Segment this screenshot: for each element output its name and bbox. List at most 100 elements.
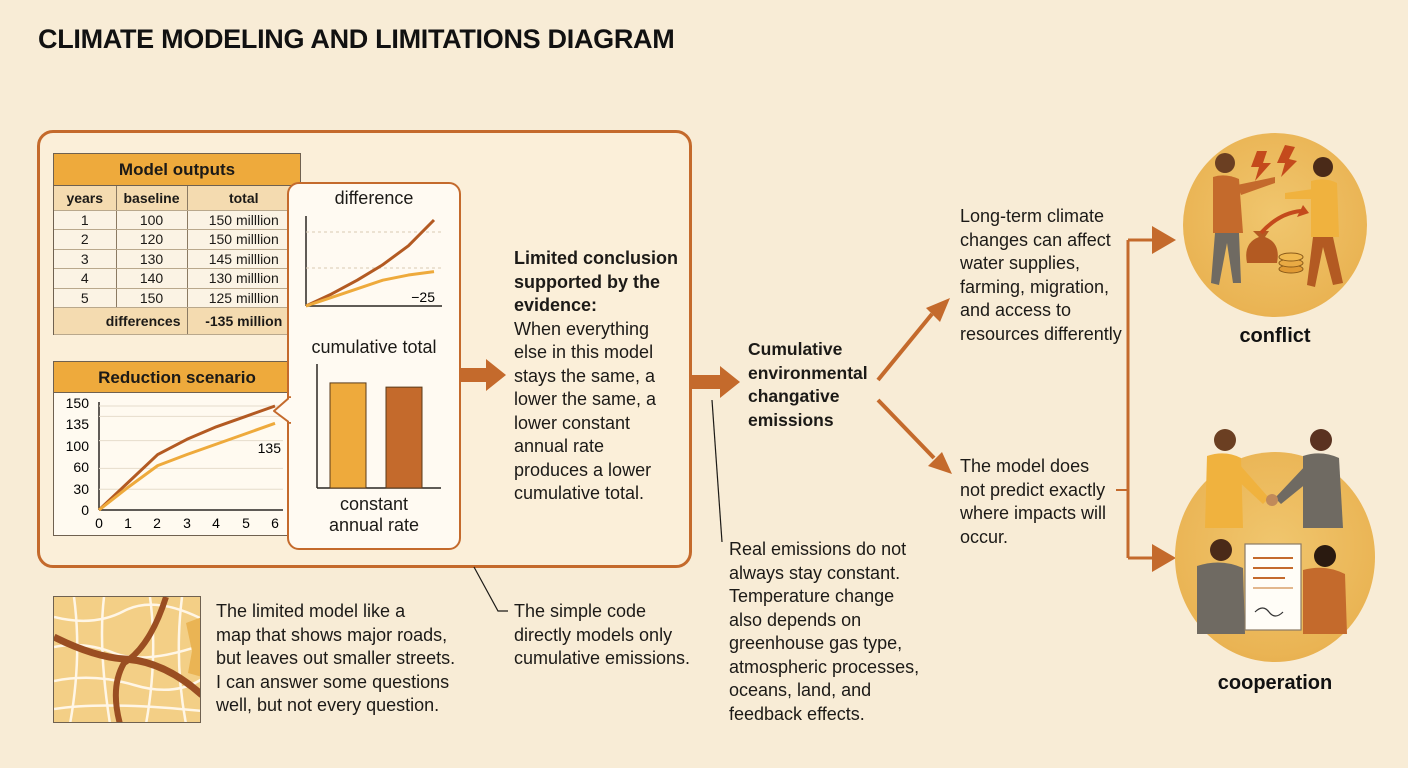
conclusion-heading: Limited conclusion supported by the evid… xyxy=(514,247,689,318)
constant-annual-rate-label: constant annual rate xyxy=(287,494,461,536)
reduction-chart: 150 135 100 60 30 0 0 1 2 3 4 5 6 135 xyxy=(66,395,283,531)
model-predict-line: not predict exactly xyxy=(960,479,1106,500)
real-emissions-leader xyxy=(711,399,723,543)
cumulative-emissions-node: Cumulative environmental changative emis… xyxy=(748,338,883,432)
conclusion-block: Limited conclusion supported by the evid… xyxy=(514,247,689,506)
reduction-end-label: 135 xyxy=(258,440,282,456)
reduction-chart-axes xyxy=(98,402,283,511)
map-note-line: well, but not every question. xyxy=(216,695,440,715)
y-tick: 30 xyxy=(73,481,89,497)
inset-pointer xyxy=(273,396,292,424)
cumulative-bar xyxy=(329,382,367,489)
conclusion-body-line: lower the same, a xyxy=(514,389,657,409)
cell-baseline: 140 xyxy=(116,268,188,289)
cell-baseline: 150 xyxy=(116,288,188,308)
road-map-icon xyxy=(53,596,201,723)
x-tick: 4 xyxy=(212,515,220,531)
conclusion-body-line: produces a lower xyxy=(514,459,652,480)
cell-total: 145 milllion xyxy=(187,249,300,269)
x-tick: 3 xyxy=(183,515,191,531)
conclusion-body-line: When everything xyxy=(514,318,650,339)
cumulative-total-label: cumulative total xyxy=(311,337,437,357)
cumulative-node-line: environmental xyxy=(748,362,868,383)
long-term-line: farming, migration, xyxy=(960,276,1110,297)
simple-code-line: directly models only xyxy=(514,624,673,645)
cell-year: 3 xyxy=(54,249,117,269)
differences-label: differences xyxy=(54,307,188,335)
long-term-line: resources differently xyxy=(960,323,1122,344)
long-term-line: Long-term climate xyxy=(960,206,1105,226)
conclusion-heading-line: supported by the xyxy=(514,271,661,292)
arrow-to-cumulative xyxy=(692,366,740,398)
cell-total: 150 milllion xyxy=(187,229,300,250)
real-emissions-line: greenhouse gas type, xyxy=(729,633,903,653)
col-header-total: total xyxy=(187,186,300,211)
cumulative-total-chart xyxy=(316,364,441,489)
annual-rate-label: annual rate xyxy=(328,515,420,535)
conclusion-body-line: lower constant xyxy=(514,412,631,433)
road-map-drawing xyxy=(54,597,200,722)
differences-value: -135 million xyxy=(187,307,300,335)
simple-code-line: The simple code xyxy=(514,601,647,621)
simple-code-leader xyxy=(473,566,508,612)
map-note-line: map that shows major roads, xyxy=(216,624,448,645)
long-term-line: and access to xyxy=(960,300,1072,320)
col-header-years: years xyxy=(54,186,117,211)
model-outputs-heading: Model outputs xyxy=(54,154,300,186)
x-tick: 2 xyxy=(153,515,161,531)
difference-value: −25 xyxy=(411,289,435,305)
map-note-text: The limited model like a map that shows … xyxy=(216,600,466,718)
reduction-chart-series xyxy=(97,404,276,512)
x-tick: 5 xyxy=(242,515,250,531)
page-title: CLIMATE MODELING AND LIMITATIONS DIAGRAM xyxy=(38,24,675,54)
cell-total: 125 milllion xyxy=(187,288,300,308)
cell-baseline: 100 xyxy=(116,210,188,230)
model-predict-line: occur. xyxy=(960,526,1009,547)
cell-total: 150 milllion xyxy=(187,210,300,230)
cumulative-total-bars xyxy=(329,382,423,489)
table-footer-row: differences -135 million xyxy=(54,307,300,335)
cumulative-bar xyxy=(385,386,423,489)
y-tick: 0 xyxy=(81,502,89,518)
long-term-text: Long-term climate changes can affect wat… xyxy=(960,205,1130,346)
difference-chart-series xyxy=(305,218,436,308)
cell-year: 5 xyxy=(54,288,117,308)
reduction-series-line xyxy=(98,421,276,512)
difference-label: difference xyxy=(334,188,414,208)
cumulative-node-line: Cumulative xyxy=(748,339,843,359)
model-predict-line: where impacts will xyxy=(960,503,1107,523)
real-emissions-line: atmospheric processes, xyxy=(729,656,920,677)
reduction-series-line xyxy=(97,404,276,512)
simple-code-text: The simple code directly models only cum… xyxy=(514,600,704,671)
conclusion-body-line: stays the same, a xyxy=(514,365,656,386)
reduction-chart-x-ticks: 0 1 2 3 4 5 6 xyxy=(95,515,279,531)
cell-total: 130 milllion xyxy=(187,268,300,289)
map-note-line: but leaves out smaller streets. xyxy=(216,648,456,668)
cell-year: 1 xyxy=(54,210,117,230)
long-term-line: water supplies, xyxy=(960,253,1081,273)
cumulative-node-line: emissions xyxy=(748,409,834,430)
y-tick: 150 xyxy=(66,395,90,411)
conclusion-body-line: annual rate xyxy=(514,436,605,456)
cell-baseline: 130 xyxy=(116,249,188,269)
cell-baseline: 120 xyxy=(116,229,188,250)
difference-chart: −25 xyxy=(305,216,442,308)
real-emissions-line: Temperature change xyxy=(729,586,895,606)
cooperation-illustration-icon xyxy=(1197,429,1347,634)
reduction-chart-grid xyxy=(99,405,283,490)
y-tick: 135 xyxy=(66,416,90,432)
conclusion-body-line: else in this model xyxy=(514,342,654,362)
conclusion-heading-line: Limited conclusion xyxy=(514,248,679,268)
conflict-label: conflict xyxy=(1239,325,1311,347)
x-tick: 0 xyxy=(95,515,103,531)
conclusion-body: When everything else in this model stays… xyxy=(514,318,689,506)
real-emissions-line: Real emissions do not xyxy=(729,539,907,559)
cell-year: 2 xyxy=(54,229,117,250)
x-tick: 6 xyxy=(271,515,279,531)
reduction-scenario-panel: Reduction scenario xyxy=(53,361,301,536)
conflict-illustration-icon xyxy=(1211,145,1343,287)
